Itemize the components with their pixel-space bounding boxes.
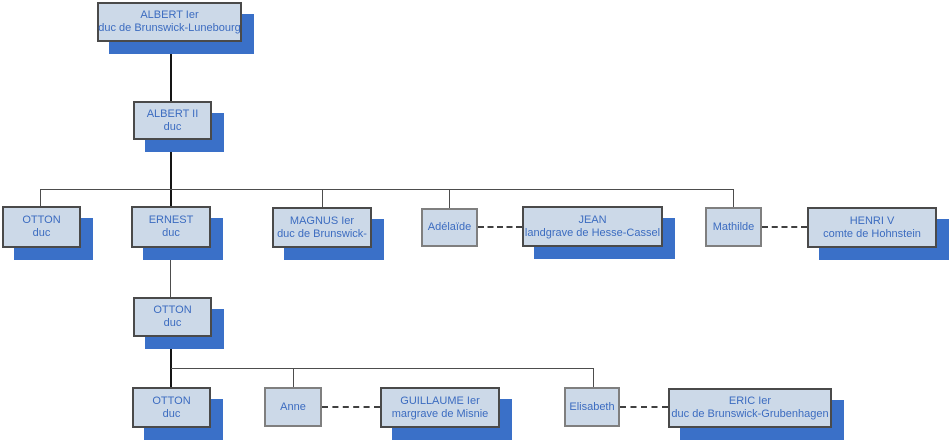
node-title: duc de Brunswick- bbox=[277, 227, 367, 240]
node-title: duc bbox=[32, 227, 51, 239]
node-name: Mathilde bbox=[712, 220, 755, 233]
node-otton-row4[interactable]: OTTON duc bbox=[133, 297, 212, 337]
node-name: Anne bbox=[280, 400, 306, 413]
node-name: GUILLAUME Ier bbox=[400, 394, 480, 407]
marriage-link-elisabeth-eric bbox=[620, 406, 668, 408]
connector-albert1-albert2 bbox=[170, 42, 172, 101]
node-name: Adélaïde bbox=[427, 221, 472, 233]
marriage-link-adelaide-jean bbox=[478, 226, 522, 228]
node-magnus[interactable]: MAGNUS Ier duc de Brunswick- bbox=[272, 207, 372, 248]
node-title: duc de Brunswick-Grubenhagen bbox=[671, 408, 829, 420]
connector-row3-rail bbox=[40, 189, 734, 190]
node-adelaide[interactable]: Adélaïde bbox=[421, 208, 478, 247]
node-title: duc bbox=[162, 407, 181, 420]
node-name: ERIC Ier bbox=[728, 395, 772, 407]
node-name: MAGNUS Ier bbox=[289, 214, 355, 227]
connector-ernest-otton4 bbox=[170, 248, 171, 297]
node-name: JEAN bbox=[578, 213, 607, 226]
node-ernest[interactable]: ERNEST duc bbox=[131, 206, 211, 248]
node-name: ERNEST bbox=[148, 214, 194, 226]
node-anne[interactable]: Anne bbox=[264, 387, 322, 427]
node-title: duc bbox=[163, 317, 182, 329]
connector-drop-elisabeth bbox=[593, 368, 594, 387]
node-name: OTTON bbox=[153, 304, 192, 316]
node-title: duc de Brunswick-Lunebourg bbox=[98, 22, 241, 34]
node-albert-2[interactable]: ALBERT II duc bbox=[133, 101, 212, 140]
node-henri-5[interactable]: HENRI V comte de Hohnstein bbox=[807, 207, 937, 248]
node-name: OTTON bbox=[22, 214, 61, 226]
node-title: landgrave de Hesse-Cassel bbox=[524, 226, 661, 239]
node-name: ALBERT II bbox=[146, 107, 199, 120]
node-title: comte de Hohnstein bbox=[823, 227, 921, 240]
node-title: margrave de Misnie bbox=[391, 407, 489, 420]
connector-drop-adelaide bbox=[449, 189, 450, 208]
connector-drop-mathilde bbox=[733, 189, 734, 207]
node-name: ALBERT Ier bbox=[140, 9, 199, 21]
node-albert-1er[interactable]: ALBERT Ier duc de Brunswick-Lunebourg bbox=[97, 2, 242, 42]
connector-otton4-row5 bbox=[170, 337, 172, 387]
node-otton-row5[interactable]: OTTON duc bbox=[132, 387, 211, 428]
connector-drop-otton3 bbox=[40, 189, 41, 206]
node-title: duc bbox=[163, 120, 182, 133]
node-guillaume[interactable]: GUILLAUME Ier margrave de Misnie bbox=[380, 387, 500, 428]
node-name: OTTON bbox=[152, 394, 191, 407]
connector-drop-magnus bbox=[322, 189, 323, 207]
node-otton-row3[interactable]: OTTON duc bbox=[2, 206, 81, 248]
node-mathilde[interactable]: Mathilde bbox=[705, 207, 762, 247]
node-name: Elisabeth bbox=[569, 400, 615, 413]
connector-drop-anne bbox=[293, 368, 294, 387]
connector-row5-rail bbox=[171, 368, 593, 369]
node-jean[interactable]: JEAN landgrave de Hesse-Cassel bbox=[522, 206, 663, 247]
connector-albert2-row3 bbox=[170, 140, 172, 206]
marriage-link-anne-guillaume bbox=[322, 406, 380, 408]
node-name: HENRI V bbox=[849, 214, 895, 227]
node-eric[interactable]: ERIC Ier duc de Brunswick-Grubenhagen bbox=[668, 388, 832, 428]
marriage-link-mathilde-henri bbox=[762, 226, 807, 228]
node-title: duc bbox=[162, 227, 180, 239]
node-elisabeth[interactable]: Elisabeth bbox=[564, 387, 620, 427]
